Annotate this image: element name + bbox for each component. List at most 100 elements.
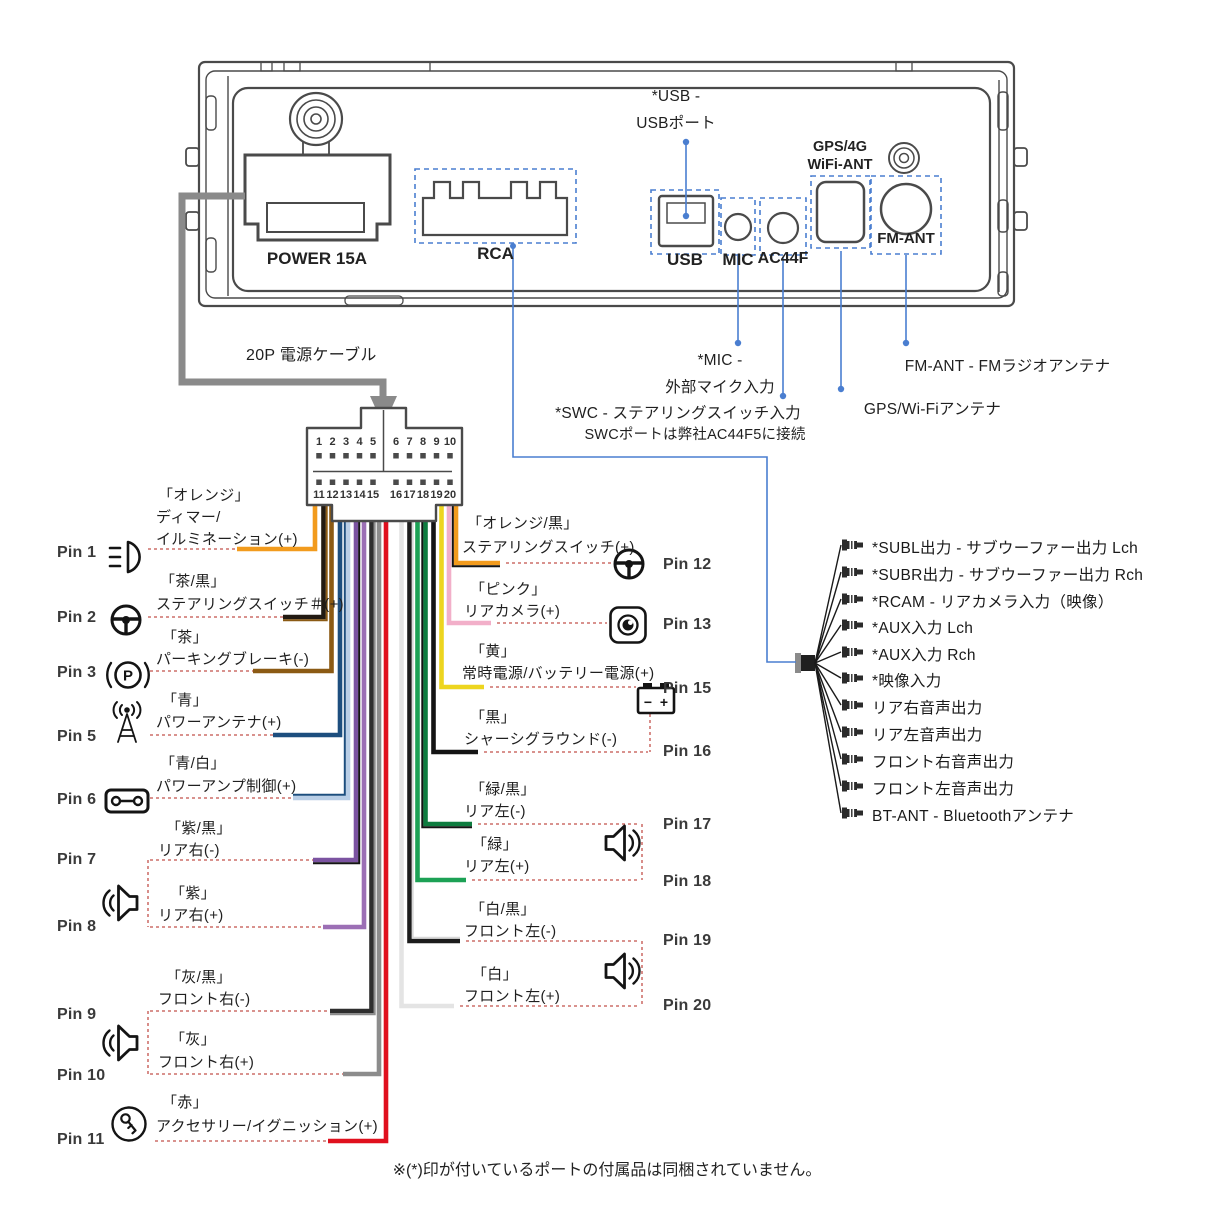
pin-wire-left-3: [273, 495, 343, 738]
pin-wire-right-5: [415, 495, 466, 883]
speaker-icon: [604, 824, 641, 862]
rca-fan-line: [814, 662, 842, 814]
pin-wire-left-1: [283, 495, 326, 620]
rca-harness-connector: [801, 655, 815, 671]
svg-text:−: −: [644, 694, 652, 710]
rca-fan-line: [814, 662, 842, 706]
pin-square: [433, 453, 440, 459]
power-connector: [243, 153, 392, 242]
pin-wire-right-0: [453, 495, 500, 566]
steering-wheel-icon: [613, 548, 645, 580]
battery-icon: −+: [636, 683, 676, 715]
pin-square: [356, 479, 363, 485]
usb-annotation-line2: USBポート: [636, 115, 716, 132]
pin-square: [393, 479, 399, 485]
pin-wire-left-2: [253, 495, 334, 674]
rca-harness-connector: [795, 653, 801, 673]
mic-annotation-line1: *MIC -: [697, 352, 743, 369]
rca-plug-icon: [842, 646, 863, 658]
rca-fan-line: [814, 662, 842, 760]
pin-square: [370, 453, 376, 459]
cable-label: 20P 電源ケーブル: [246, 347, 377, 364]
rca-plug-icon: [842, 672, 863, 684]
antenna-icon: [112, 701, 142, 743]
pin-wire-left-8: [343, 495, 382, 1077]
gps-label-line1: GPS/4G: [813, 139, 867, 155]
connector-20p: [305, 406, 464, 523]
left-tab: [185, 211, 200, 231]
pin-wire-left-1-stripe: [283, 495, 328, 622]
rca-plug-icon: [842, 780, 863, 792]
head-unit-outline: [185, 60, 1028, 308]
pin-wire-left-7: [330, 495, 374, 1014]
annotation-leaders: [510, 138, 910, 663]
pin-wire-right-0-stripe: [451, 495, 500, 568]
swc-annotation-line2: SWCポートは弊社AC44F5に接続: [584, 427, 806, 443]
rca-fan-line: [814, 651, 842, 664]
pin-square: [316, 453, 322, 459]
pin-wire-right-6: [407, 495, 460, 944]
pin-wire-right-3: [431, 495, 478, 755]
pin-wire-right-6-stripe: [411, 495, 460, 939]
rca-fan-line: [814, 598, 842, 664]
power-label: POWER 15A: [266, 249, 368, 268]
rca-port: [421, 180, 569, 237]
rca-plug-icon: [842, 539, 863, 551]
pin-wire-left-9: [328, 495, 389, 1144]
pin-wire-right-4: [423, 495, 472, 827]
pin-wire-left-4: [293, 495, 351, 801]
pin-wire-left-4-stripe: [293, 495, 346, 796]
screw-icon: [288, 91, 344, 156]
gps-label-line2: WiFi-ANT: [807, 157, 873, 173]
fm-ant-port: [879, 182, 933, 236]
pin-wire-left-6: [323, 495, 367, 930]
pin-square: [420, 453, 426, 459]
mic-annotation-line2: 外部マイク入力: [665, 379, 775, 396]
pin-square: [370, 479, 376, 485]
pin-square: [406, 479, 413, 485]
rca-fan-line: [814, 662, 842, 733]
speaker-icon: [604, 952, 641, 990]
amplifier-icon: [104, 788, 150, 814]
gps-port: [815, 180, 866, 244]
pin-square: [343, 479, 349, 485]
pin-square: [406, 453, 413, 459]
footnote: ※(*)印が付いているポートの付属品は同梱されていません。: [392, 1162, 822, 1179]
pin-wire-right-7: [399, 495, 454, 1009]
pin-square: [329, 479, 336, 485]
pin-square: [447, 453, 453, 459]
rear-camera-icon: [609, 606, 647, 644]
pin-wire-left-0: [237, 495, 318, 552]
pin-square: [393, 453, 399, 459]
steering-wheel-icon: [110, 604, 142, 636]
pin-square: [420, 479, 426, 485]
rca-fan-line: [814, 624, 842, 664]
usb-annotation-line1: *USB -: [651, 88, 701, 105]
pin-wire-right-2: [439, 495, 484, 690]
svg-text:P: P: [123, 668, 133, 685]
speaker-icon: [102, 1024, 139, 1062]
screw-icon: [888, 142, 920, 174]
pin-wire-left-5-stripe: [313, 495, 361, 865]
pin-wire-left-7-stripe: [330, 495, 376, 1016]
pin-wire-left-5: [313, 495, 359, 863]
mic-label: MIC: [722, 250, 754, 269]
rca-fan-line: [814, 662, 842, 787]
usb-label: USB: [667, 250, 703, 269]
fm-ant-label: FM-ANT: [877, 230, 935, 247]
rca-plug-icon: [842, 807, 863, 819]
rca-label: RCA: [477, 244, 514, 263]
rca-plug-icon: [842, 753, 863, 765]
wire-bundle: [237, 495, 500, 1144]
speaker-icon: [102, 884, 139, 922]
parking-brake-icon: P: [106, 661, 150, 689]
rca-fan-line: [814, 662, 842, 679]
pin-square: [433, 479, 440, 485]
pin-square: [316, 479, 322, 485]
headlight-icon: [108, 540, 141, 574]
pin-square: [329, 453, 336, 459]
rca-plug-icon: [842, 726, 863, 738]
fm-annotation: FM-ANT - FMラジオアンテナ: [904, 358, 1111, 375]
rca-plug-icon: [842, 699, 863, 711]
